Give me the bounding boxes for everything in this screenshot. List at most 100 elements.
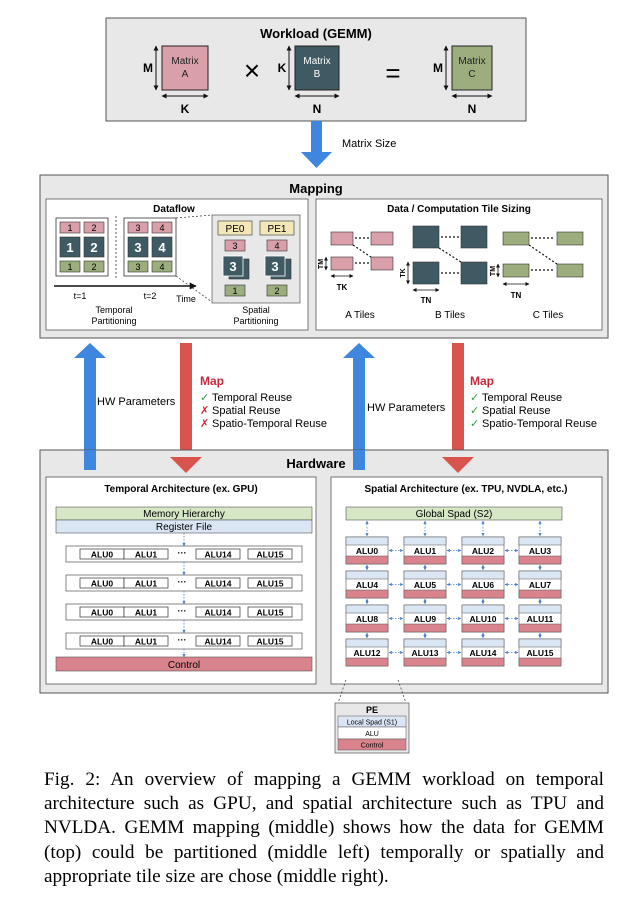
spatial-architecture: Spatial Architecture (ex. TPU, NVDLA, et… (330, 476, 603, 685)
gpu-ellipsis: ··· (178, 635, 187, 645)
tile-c3-t2: 3 (135, 262, 140, 272)
pe-alu-label: ALU0 (356, 546, 378, 556)
pe0-label: PE0 (226, 224, 245, 235)
map-right-item-spatial: Spatial Reuse (482, 405, 551, 417)
check-icon: ✓ (200, 392, 209, 404)
spatial-tile-a-pe1: 4 (274, 241, 279, 251)
hardware-title: Hardware (286, 456, 345, 471)
matrix-b-col-dim: N (313, 102, 322, 116)
pe-alu-label: ALU9 (414, 614, 436, 624)
tile-c4-t2: 4 (159, 262, 164, 272)
matrix-a-name: A (182, 69, 189, 80)
spatial-tile-c-pe0: 1 (232, 286, 237, 296)
matrix-b-name: B (314, 69, 321, 80)
tile-a3-t2: 3 (135, 223, 140, 233)
matrix-a-label: Matrix (171, 56, 198, 67)
pe-alu-label: ALU13 (412, 648, 439, 658)
matrix-c: Matrix C M N (433, 45, 493, 116)
pe-local-spad: Local Spad (S1) (347, 720, 397, 727)
pe-alu: ALU (365, 731, 379, 738)
gpu-ellipsis: ··· (178, 577, 187, 587)
map-left-title: Map (200, 374, 224, 388)
workload-title: Workload (GEMM) (260, 26, 372, 41)
tile-c2-t1: 2 (91, 262, 96, 272)
matrix-c-col-dim: N (468, 102, 477, 116)
mapping-title: Mapping (289, 181, 342, 196)
matrix-c-label: Matrix (458, 56, 485, 67)
tile-b1-t1: 1 (66, 240, 73, 255)
times-symbol: × (244, 55, 260, 86)
matrix-c-row-dim: M (433, 61, 443, 75)
spatial-tile-b-pe1: 3 (271, 259, 278, 274)
workload-panel: Workload (GEMM) Matrix A M K × Matrix B … (105, 17, 527, 122)
temporal-partitioning-label-2: Partitioning (91, 316, 136, 326)
matrix-b-row-dim: K (278, 61, 287, 75)
gpu-alu-label: ALU1 (135, 608, 157, 618)
gpu-alu-label: ALU0 (91, 608, 113, 618)
gpu-alu-label: ALU1 (135, 579, 157, 589)
gpu-alu-label: ALU14 (205, 579, 232, 589)
pe-alu-label: ALU4 (356, 580, 378, 590)
hw-parameters-right-label: HW Parameters (367, 402, 446, 414)
pe-alu-label: ALU8 (356, 614, 378, 624)
a-tiles-label: A Tiles (345, 310, 374, 321)
left-hw-param-arrow: HW Parameters (74, 343, 176, 470)
pe-alu-label: ALU7 (529, 580, 551, 590)
right-map-arrow: Map ✓ Temporal Reuse ✓ Spatial Reuse ✓ S… (442, 343, 597, 473)
right-hw-param-arrow: HW Parameters (343, 343, 446, 470)
t2-label: t=2 (144, 291, 157, 301)
cross-icon: ✗ (200, 405, 209, 417)
map-right-title: Map (470, 374, 494, 388)
map-right-item-temporal: Temporal Reuse (482, 392, 562, 404)
spatial-tile-c-pe1: 2 (274, 286, 279, 296)
spatial-arch-title: Spatial Architecture (ex. TPU, NVDLA, et… (364, 484, 567, 495)
tile-b2-t1: 2 (90, 240, 97, 255)
pe-alu-label: ALU14 (470, 648, 497, 658)
figure-caption: Fig. 2: An overview of mapping a GEMM wo… (44, 769, 604, 887)
a-tk-label: TK (337, 283, 348, 292)
gemm-mapping-diagram: Workload (GEMM) Matrix A M K × Matrix B … (39, 17, 609, 754)
gpu-alu-label: ALU0 (91, 637, 113, 647)
tile-sizing-box: Data / Computation Tile Sizing TM TK A T… (315, 198, 603, 331)
spatial-partitioning-label-1: Spatial (242, 305, 270, 315)
pe-detail: PE Local Spad (S1) ALU Control (334, 679, 410, 754)
pe-detail-title: PE (366, 705, 378, 715)
matrix-size-label: Matrix Size (342, 138, 396, 150)
map-right-item-spatio-temporal: Spatio-Temporal Reuse (482, 418, 597, 430)
c-tm-label: TM (490, 266, 497, 276)
b-tk-label: TK (400, 268, 407, 277)
gpu-control: Control (168, 660, 200, 671)
pe-control: Control (361, 743, 384, 750)
pe-alu-label: ALU15 (527, 648, 554, 658)
dataflow-box: Dataflow 1 2 1 2 1 2 3 4 3 4 (45, 198, 309, 331)
gpu-ellipsis: ··· (178, 606, 187, 616)
pe-alu-label: ALU11 (527, 614, 554, 624)
map-left-item-temporal: Temporal Reuse (212, 392, 292, 404)
gpu-alu-label: ALU15 (257, 550, 284, 560)
gpu-alu-label: ALU1 (135, 550, 157, 560)
pe-alu-label: ALU3 (529, 546, 551, 556)
pe-alu-label: ALU5 (414, 580, 436, 590)
gpu-alu-label: ALU0 (91, 579, 113, 589)
memory-hierarchy: Memory Hierarchy (143, 509, 225, 520)
matrix-a-row-dim: M (143, 61, 153, 75)
dataflow-title: Dataflow (153, 204, 195, 215)
check-icon: ✓ (470, 392, 479, 404)
tiling-title: Data / Computation Tile Sizing (387, 204, 531, 215)
left-map-arrow: Map ✓ Temporal Reuse ✗ Spatial Reuse ✗ S… (170, 343, 327, 473)
temporal-architecture: Temporal Architecture (ex. GPU) Memory H… (45, 476, 317, 685)
gpu-ellipsis: ··· (178, 548, 187, 558)
matrix-a: Matrix A M K (143, 45, 209, 116)
matrix-size-arrow: Matrix Size (301, 121, 396, 168)
cross-icon: ✗ (200, 418, 209, 430)
pe-alu-label: ALU10 (470, 614, 497, 624)
tile-b4-t2: 4 (158, 240, 166, 255)
gpu-alu-label: ALU1 (135, 637, 157, 647)
spatial-tile-b-pe0: 3 (229, 259, 236, 274)
gpu-alu-label: ALU14 (205, 550, 232, 560)
tile-a4-t2: 4 (159, 223, 164, 233)
time-label: Time (176, 294, 196, 304)
tile-b3-t2: 3 (134, 240, 141, 255)
